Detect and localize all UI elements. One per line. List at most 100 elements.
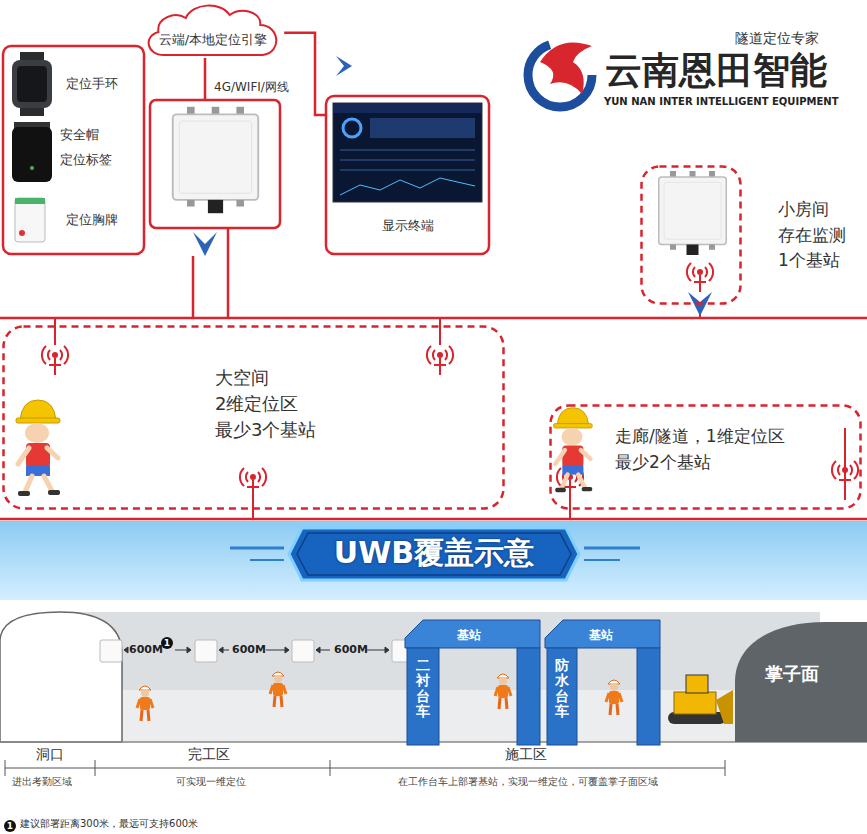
cloud-node: 云端/本地定位引擎 (142, 2, 284, 58)
node-outline (2, 325, 505, 510)
logo-slogan: 隧道定位专家 (735, 30, 819, 47)
connector (284, 33, 325, 115)
distance-label: 600M (129, 643, 163, 656)
drawing-use (687, 263, 713, 292)
wearable-devices (12, 52, 52, 242)
node-outline-part (407, 648, 439, 745)
drawing-circle (528, 43, 592, 107)
drawing-path (336, 56, 352, 76)
node-outline-part (642, 167, 741, 304)
node-outline-part (735, 622, 867, 742)
arch-leg-label: 二衬台车 (416, 658, 430, 720)
logo-name: 云南恩田智能 (605, 52, 827, 89)
drawing-line (340, 150, 475, 151)
zone-name: 完工区 (188, 746, 230, 763)
footnote: 建议部署距离300米，最远可支持600米 (20, 818, 198, 830)
drawing-rect (17, 66, 47, 102)
drawing-rect (0, 521, 867, 600)
node-outline-part (551, 406, 861, 509)
workers (16, 400, 592, 496)
drawing-rect (150, 100, 280, 228)
display-screen (333, 103, 482, 202)
drawing-path (219, 647, 223, 653)
node-outline-part (517, 648, 540, 745)
drawing-path (316, 647, 320, 653)
device-label: 定位胸牌 (66, 211, 118, 229)
drawing-path (540, 42, 592, 94)
drawing-rect (195, 640, 217, 662)
logo-mark (528, 42, 592, 107)
drawing-line (5, 760, 6, 776)
base-station-box (150, 100, 726, 255)
zone-label: 大空间 2维定位区 最少3个基站 (215, 365, 345, 443)
drawing-use (137, 686, 153, 721)
drawing-line (204, 58, 207, 100)
drawing-use (42, 346, 68, 375)
drawing-use (427, 346, 453, 375)
node-outline-part (148, 6, 276, 55)
drawing-path (385, 647, 389, 653)
display-label: 显示终端 (382, 217, 434, 235)
distance-label: 600M (232, 643, 266, 656)
drawing-line (569, 495, 571, 519)
drawing-polygon (60, 690, 820, 742)
trolley-arch: 基站防水台车 (545, 620, 660, 745)
bulldozer (668, 675, 733, 724)
drawing-rect (15, 198, 45, 204)
node-outline-part (4, 327, 504, 509)
drawing-rect (686, 675, 708, 693)
drawing-line (95, 760, 96, 776)
drawing-rect (333, 103, 482, 113)
title-band: UWB覆盖示意 (288, 527, 580, 581)
drawing-use (16, 400, 60, 496)
callout-number: 1 (4, 820, 16, 832)
node-outline-part (547, 648, 577, 745)
drawing-line (250, 559, 284, 561)
callout-number: 1 (161, 637, 173, 649)
drawing-use (240, 468, 266, 497)
drawing-line (330, 760, 331, 776)
drawing-rect (674, 692, 716, 714)
drawing-path (193, 232, 217, 256)
zone-name: 施工区 (505, 746, 547, 763)
device-box: 定位手环安全帽 定位标签定位胸牌 (2, 45, 145, 255)
node-outline-part (637, 648, 660, 745)
tunnel-base-stations (100, 640, 414, 662)
drawing-rect (12, 60, 52, 108)
logo-english: YUN NAN INTER INTELLIGENT EQUIPMENT (604, 96, 839, 108)
drawing-use (606, 680, 622, 715)
drawing-rect (370, 118, 475, 138)
device-label: 安全帽 定位标签 (60, 123, 120, 172)
drawing-polyline (340, 178, 475, 195)
drawing-path (285, 647, 289, 653)
link-label: 4G/WIFI/网线 (214, 80, 289, 94)
drawing-use (832, 461, 858, 490)
display-box: 显示终端 (325, 95, 490, 255)
drawing-rect (333, 103, 482, 202)
face-label: 掌子面 (765, 662, 819, 686)
node-outline-part (3, 46, 144, 254)
trolley-arch: 基站二衬台车 (405, 620, 540, 745)
drawing-line (0, 518, 867, 521)
node-outline (142, 2, 284, 58)
drawing-use (554, 408, 593, 492)
drawing-line (252, 495, 254, 519)
drawing-use (659, 171, 727, 255)
zone-note: 可实现一维定位 (176, 776, 246, 788)
zone-scale (5, 760, 725, 776)
drawing-rect (15, 198, 45, 242)
small-room-zone: 小房间 存在监测 1个基站 (640, 165, 742, 305)
distance-label: 600M (334, 643, 368, 656)
device-label: 定位手环 (66, 75, 118, 93)
drawing-line (227, 228, 230, 318)
drawing-line (340, 160, 475, 161)
drawing-line (0, 317, 867, 320)
drawing-use (270, 672, 286, 707)
drawing-rect (100, 640, 122, 662)
arch-top-label: 基站 (589, 627, 613, 644)
band (0, 521, 867, 600)
drawing-line (340, 170, 475, 171)
drawing-path (124, 647, 128, 653)
node-outline-part (545, 620, 660, 648)
